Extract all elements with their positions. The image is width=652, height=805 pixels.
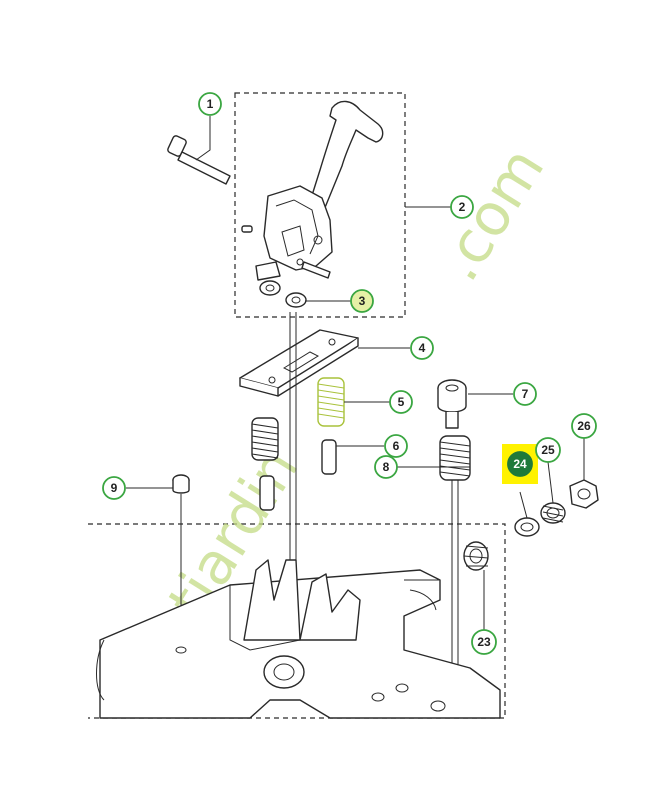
- svg-text:6: 6: [393, 439, 400, 453]
- spring-left: [251, 417, 279, 461]
- callout-5[interactable]: 5: [389, 390, 413, 414]
- spring-part-8: [439, 435, 471, 481]
- screw-part-9: [172, 474, 190, 640]
- washers-part-3: [259, 280, 307, 308]
- svg-text:8: 8: [383, 460, 390, 474]
- slotted-plate-part-4: [239, 329, 359, 397]
- svg-text:3: 3: [359, 294, 366, 308]
- svg-text:23: 23: [477, 635, 491, 649]
- svg-text:24: 24: [513, 457, 527, 471]
- callout-9[interactable]: 9: [102, 476, 126, 500]
- control-lever-handle: [241, 100, 384, 281]
- callout-8[interactable]: 8: [374, 455, 398, 479]
- handle-group-box: [234, 92, 406, 318]
- callout-26[interactable]: 26: [571, 413, 597, 439]
- pin-left: [259, 475, 275, 511]
- svg-text:25: 25: [541, 443, 555, 457]
- callout-7[interactable]: 7: [513, 382, 537, 406]
- callout-6[interactable]: 6: [384, 434, 408, 458]
- svg-text:5: 5: [398, 395, 405, 409]
- callout-23[interactable]: 23: [471, 629, 497, 655]
- svg-text:.com: .com: [424, 136, 557, 293]
- nut-part-26: [569, 479, 599, 509]
- leader-lines: [126, 116, 585, 630]
- svg-text:2: 2: [459, 200, 466, 214]
- svg-text:7: 7: [522, 387, 529, 401]
- bolt-part-7: [437, 379, 467, 429]
- pin-part-6: [321, 439, 337, 475]
- bolt-part-1: [167, 135, 231, 185]
- callout-1[interactable]: 1: [198, 92, 222, 116]
- svg-text:9: 9: [111, 481, 118, 495]
- callout-24-highlighted[interactable]: 24: [502, 444, 538, 484]
- spring-part-25: [540, 502, 566, 524]
- base-frame: [96, 559, 501, 719]
- svg-text:4: 4: [419, 341, 426, 355]
- callout-3[interactable]: 3: [350, 289, 374, 313]
- spring-part-5: [317, 377, 345, 427]
- callout-2[interactable]: 2: [450, 195, 474, 219]
- callout-4[interactable]: 4: [410, 336, 434, 360]
- washer-part-24: [514, 517, 540, 537]
- gear-part-23: [463, 541, 489, 571]
- callout-25[interactable]: 25: [535, 437, 561, 463]
- svg-text:1: 1: [207, 97, 214, 111]
- svg-text:26: 26: [577, 419, 591, 433]
